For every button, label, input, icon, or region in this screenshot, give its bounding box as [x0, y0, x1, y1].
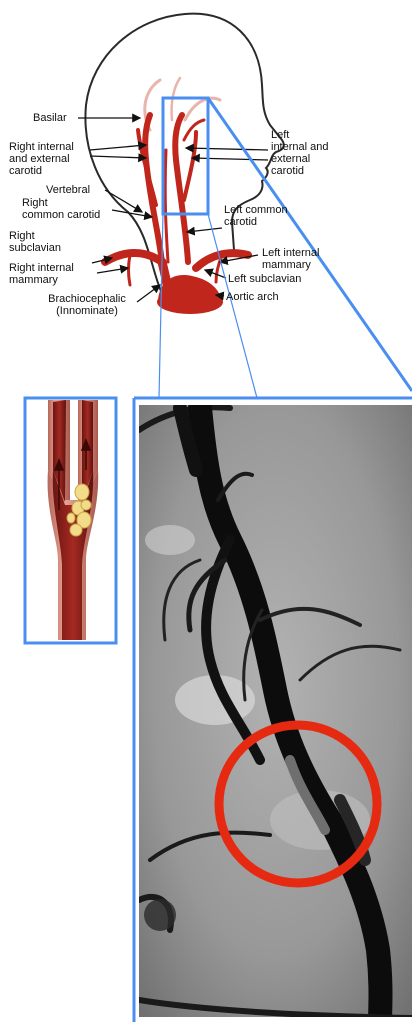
label-aortic-arch: Aortic arch	[226, 291, 279, 303]
angiogram-image	[134, 398, 412, 1022]
label-left-internal-external-carotid: Left internal and external carotid	[271, 129, 329, 177]
label-left-internal-mammary: Left internal mammary	[262, 247, 319, 271]
label-left-common-carotid: Left common carotid	[224, 204, 288, 228]
label-right-common-carotid: Right common carotid	[22, 197, 100, 221]
label-basilar: Basilar	[33, 112, 67, 124]
artery-inset	[25, 398, 116, 643]
label-right-subclavian: Right subclavian	[9, 230, 61, 254]
label-right-internal-mammary: Right internal mammary	[9, 262, 74, 286]
label-right-internal-external-carotid: Right internal and external carotid	[9, 141, 74, 177]
arteries	[105, 78, 248, 290]
aortic-arch-base	[157, 290, 223, 314]
label-vertebral: Vertebral	[46, 184, 90, 196]
label-left-subclavian: Left subclavian	[228, 273, 301, 285]
label-brachiocephalic: Brachiocephalic (Innominate)	[37, 293, 137, 317]
